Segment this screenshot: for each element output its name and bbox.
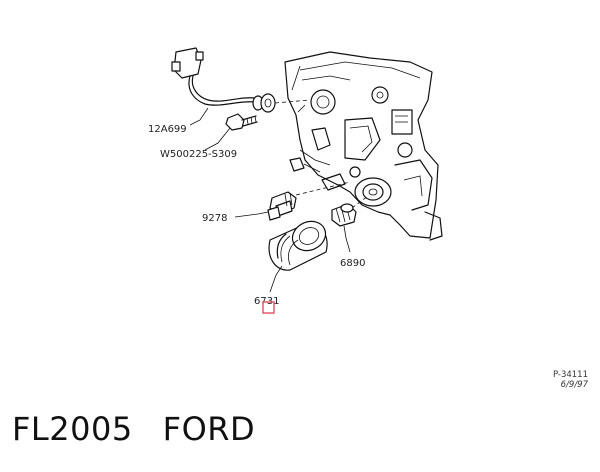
caption-part-number: FL2005	[12, 410, 133, 448]
oil-filter	[268, 220, 328, 271]
label-adapter: 6890	[340, 258, 365, 269]
oil-filter-adapter	[331, 203, 357, 227]
locator-lines	[274, 99, 369, 209]
label-switch: 9278	[202, 213, 227, 224]
reference-date: 6/9/97	[561, 380, 589, 390]
highlight-marker	[262, 301, 275, 314]
bolt	[225, 113, 258, 131]
oil-pressure-switch	[267, 191, 297, 221]
reference-code: P-34111	[553, 370, 588, 380]
sensor-with-harness	[171, 47, 276, 113]
label-sensor: 12A699	[148, 124, 187, 135]
caption-brand: FORD	[162, 410, 256, 448]
engine-block	[284, 51, 443, 241]
label-bolt: W500225-S309	[160, 149, 237, 160]
caption: FL2005 FORD	[12, 410, 285, 448]
leader-lines	[189, 107, 351, 293]
